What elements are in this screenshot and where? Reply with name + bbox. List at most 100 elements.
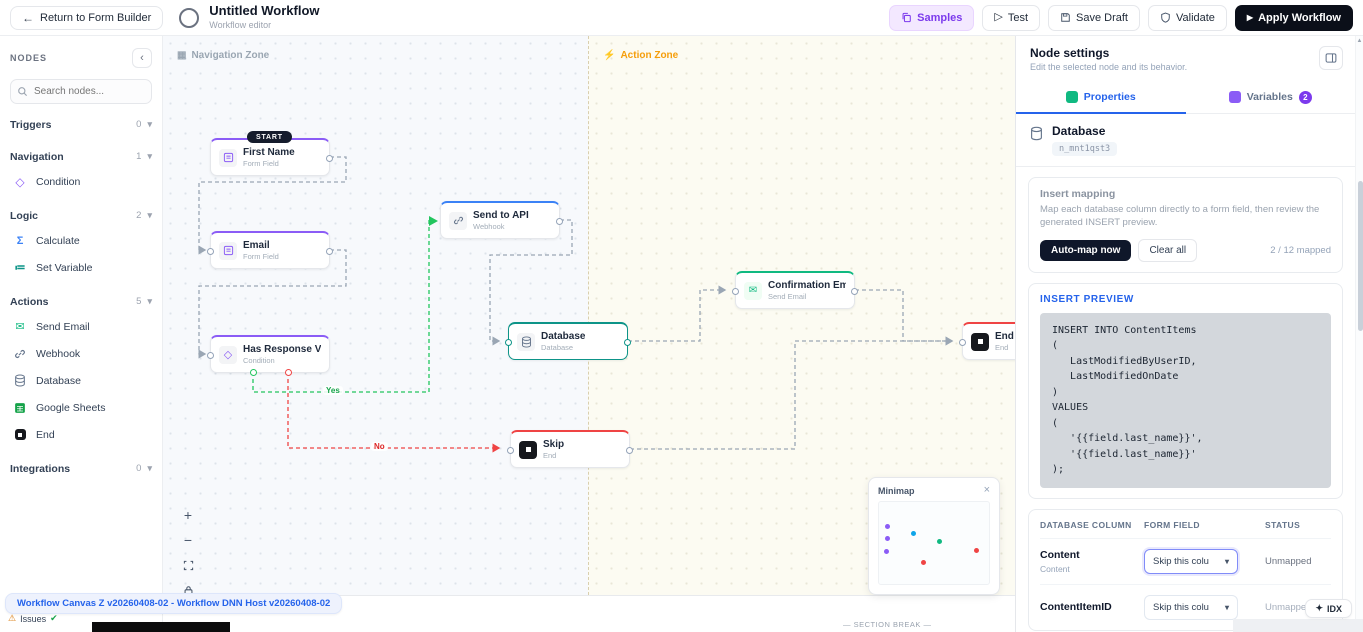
idx-badge[interactable]: ✦ IDX (1305, 599, 1352, 618)
connector-dot[interactable] (207, 352, 214, 359)
tab-properties[interactable]: Properties (1016, 81, 1186, 114)
connector-dot[interactable] (326, 155, 333, 162)
minimap[interactable]: Minimap × (868, 477, 1000, 595)
test-play-icon: ▷ (994, 11, 1003, 23)
connector-dot[interactable] (624, 339, 631, 346)
sidebar-item-end[interactable]: End (10, 421, 152, 448)
sidebar-item-calculate[interactable]: Σ Calculate (10, 227, 152, 254)
connector-dot[interactable] (732, 288, 739, 295)
app-logo (179, 7, 200, 28)
node-confirmation-email[interactable]: ✉ Confirmation EmailSend Email (732, 271, 858, 309)
save-draft-button[interactable]: Save Draft (1048, 4, 1140, 31)
group-count: 1 (136, 151, 142, 162)
sidebar-group-logic[interactable]: Logic 2 ▾ (10, 204, 152, 227)
connector-dot[interactable] (959, 339, 966, 346)
sidebar-group-integrations[interactable]: Integrations 0 ▾ (10, 457, 152, 480)
status-badge: Unmapped (1265, 601, 1312, 613)
sidebar-item-database[interactable]: Database (10, 367, 152, 394)
search-icon (18, 87, 28, 97)
zoom-out-button[interactable]: − (179, 531, 197, 549)
chevron-down-icon: ▾ (1224, 556, 1229, 566)
connector-dot-no[interactable] (285, 369, 292, 376)
sidebar-group-triggers[interactable]: Triggers 0 ▾ (10, 113, 152, 136)
node-has-response-value[interactable]: ◇ Has Response Val...Condition (207, 335, 330, 376)
validate-label: Validate (1175, 11, 1215, 24)
panel-toggle-button[interactable] (1319, 46, 1343, 70)
node-subtitle: Condition (243, 356, 275, 366)
form-field-select[interactable]: Skip this colu ▾ (1144, 594, 1238, 620)
scroll-up-icon[interactable]: ▲ (1356, 38, 1363, 44)
mapping-table-header: DATABASE COLUMN FORM FIELD STATUS (1040, 510, 1331, 538)
db-column-sub: Content (1040, 563, 1070, 574)
condition-icon: ◇ (219, 345, 237, 364)
connector-dot[interactable] (507, 447, 514, 454)
minimap-viewport[interactable] (878, 501, 990, 585)
sidebar-item-set-variable[interactable]: ≔ Set Variable (10, 254, 152, 281)
zone-label-text: Navigation Zone (191, 50, 270, 61)
sidebar-item-condition[interactable]: ◇ Condition (10, 168, 152, 195)
sidebar-item-webhook[interactable]: Webhook (10, 340, 152, 367)
connector-dot[interactable] (326, 248, 333, 255)
search-input[interactable] (10, 79, 152, 104)
scrollbar-thumb[interactable] (1357, 181, 1363, 331)
sidebar-group-navigation[interactable]: Navigation 1 ▾ (10, 145, 152, 168)
chevron-down-icon: ▾ (147, 119, 152, 129)
connector-dot[interactable] (556, 218, 563, 225)
workflow-canvas[interactable]: ▦ Navigation Zone ⚡ Action Zone Yes No S… (163, 36, 1015, 632)
auto-map-button[interactable]: Auto-map now (1040, 239, 1132, 261)
sidebar-item-google-sheets[interactable]: Google Sheets (10, 394, 152, 421)
panel-title: Node settings (1030, 46, 1110, 60)
minimap-node-dot (911, 531, 916, 536)
return-to-form-builder-button[interactable]: ← Return to Form Builder (10, 5, 164, 30)
chevron-down-icon: ▾ (147, 463, 152, 473)
connector-dot[interactable] (626, 447, 633, 454)
connector-dot[interactable] (207, 248, 214, 255)
incoming-play-icon (429, 216, 438, 226)
connector-dot-yes[interactable] (250, 369, 257, 376)
sidebar-collapse-button[interactable]: ‹ (132, 48, 152, 68)
apply-workflow-button[interactable]: ▶ Apply Workflow (1234, 4, 1353, 31)
star-icon: ✦ (1315, 603, 1323, 613)
table-row: ContentItemID Skip this colu ▾ Unmapped (1040, 583, 1331, 630)
samples-button[interactable]: Samples (889, 4, 975, 31)
link-icon (449, 211, 467, 230)
selected-node-id: n_mnt1qst3 (1052, 142, 1118, 156)
set-variable-icon: ≔ (14, 262, 26, 274)
canvas-zones: ▦ Navigation Zone ⚡ Action Zone Yes No S… (163, 36, 1015, 596)
tab-variables[interactable]: Variables 2 (1186, 81, 1356, 113)
group-count: 0 (136, 463, 142, 474)
connector-dot[interactable] (851, 288, 858, 295)
table-row: Content Content Skip this colu ▾ Unmappe… (1040, 537, 1331, 584)
fit-view-button[interactable] (179, 556, 197, 574)
connector-dot[interactable] (505, 339, 512, 346)
sidebar-item-send-email[interactable]: ✉ Send Email (10, 313, 152, 340)
zoom-in-button[interactable]: + (179, 506, 197, 524)
topbar-actions: Samples ▷ Test Save Draft Validate ▶ App… (889, 4, 1353, 31)
panel-scrollbar[interactable]: ▲ (1355, 36, 1363, 632)
plus-icon: + (183, 507, 193, 523)
test-button[interactable]: ▷ Test (982, 4, 1041, 31)
node-title: Skip (543, 438, 565, 450)
nodes-sidebar: NODES ‹ Triggers 0 ▾ Navigation 1 ▾ ◇ Co… (0, 36, 163, 632)
node-title: First Name (243, 146, 295, 158)
clear-all-button[interactable]: Clear all (1138, 238, 1198, 262)
minimap-close-button[interactable]: × (984, 485, 990, 496)
minimap-node-dot (885, 536, 890, 541)
properties-icon (1065, 91, 1078, 103)
edge-label-yes: Yes (323, 386, 343, 395)
select-value: Skip this colu (1153, 555, 1209, 567)
form-field-select[interactable]: Skip this colu ▾ (1144, 548, 1238, 574)
issues-label: Issues (20, 613, 47, 624)
sidebar-group-actions[interactable]: Actions 5 ▾ (10, 290, 152, 313)
minimap-title: Minimap (878, 485, 915, 496)
validate-button[interactable]: Validate (1147, 4, 1227, 31)
group-label: Integrations (10, 462, 71, 475)
edge-label-no: No (371, 442, 388, 451)
zone-label-text: Action Zone (620, 50, 679, 61)
